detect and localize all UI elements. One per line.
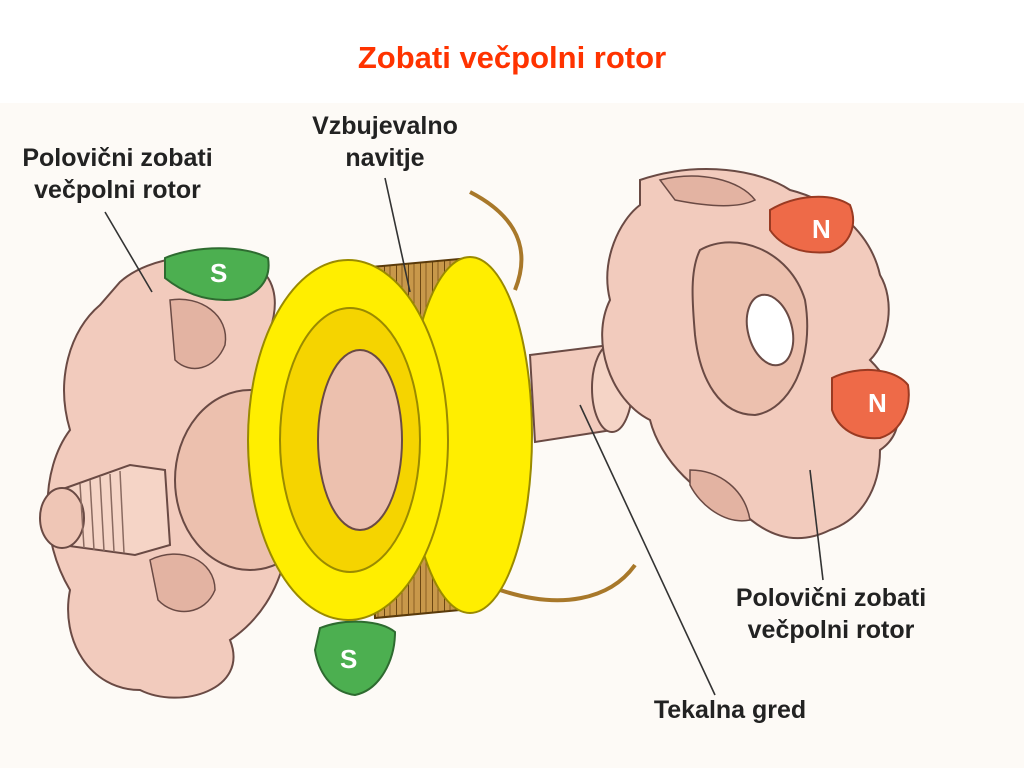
left-half-rotor: S S S	[39, 247, 397, 699]
north-pole-top-mark: N	[812, 214, 831, 244]
excitation-coil	[247, 190, 637, 621]
south-pole-top-mark: S	[210, 258, 227, 288]
south-pole-bottom-mark: S	[340, 644, 357, 674]
rotor-illustration: S S S	[0, 103, 1024, 768]
label-shaft: Tekalna gred	[653, 696, 807, 724]
leader-lines	[104, 177, 824, 696]
label-left-half-rotor: Polovični zobati večpolni rotor	[22, 144, 213, 204]
right-half-rotor: N N	[601, 168, 910, 540]
north-pole-bottom-mark: N	[868, 388, 887, 418]
south-pole-bottom	[313, 620, 397, 697]
rotor-diagram: S S S	[39, 168, 910, 699]
north-pole-bottom	[831, 368, 910, 440]
label-excitation-coil: Vzbujevalno navitje	[312, 112, 458, 172]
page-title: Zobati večpolni rotor	[357, 40, 667, 75]
label-right-half-rotor: Polovični zobati večpolni rotor	[735, 584, 927, 644]
north-pole-top	[769, 195, 855, 254]
south-pole-top	[164, 247, 270, 302]
